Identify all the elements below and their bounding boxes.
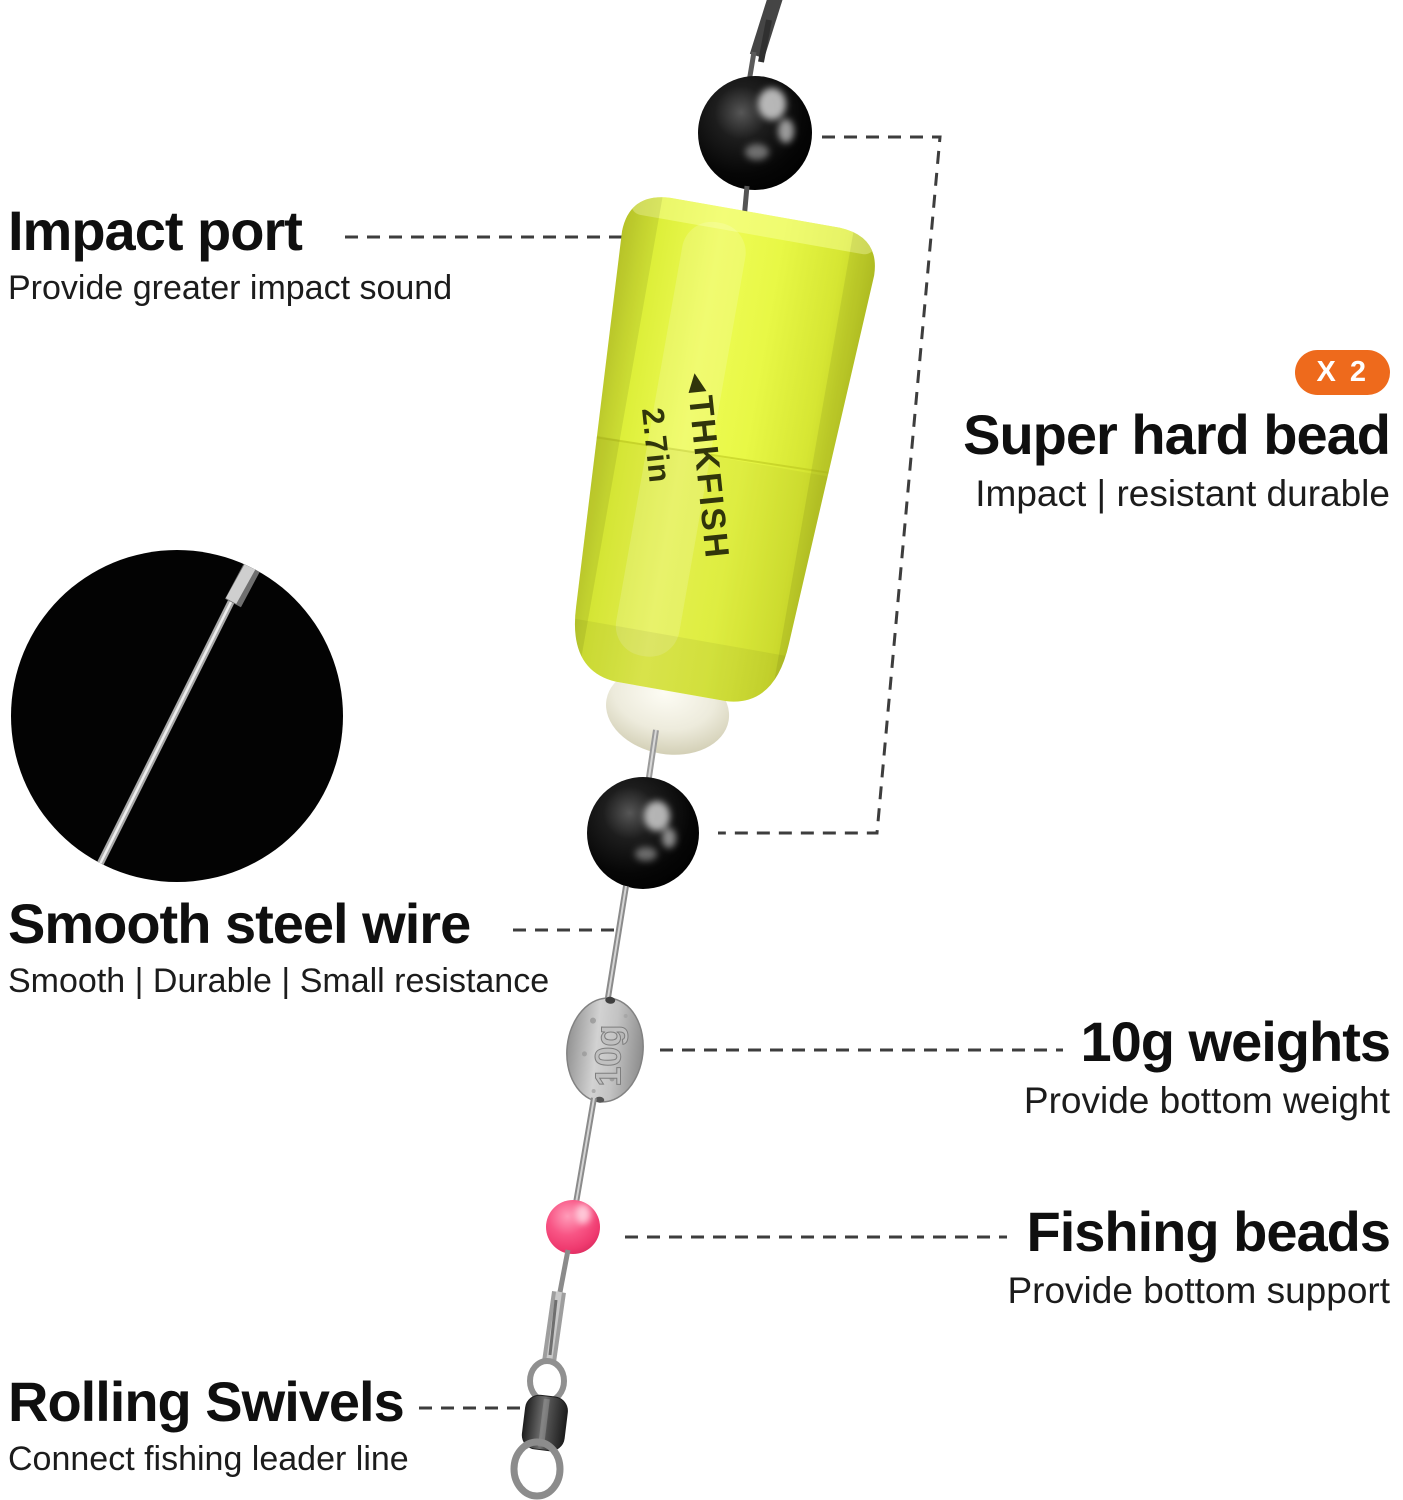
callout-weights: 10g weights Provide bottom weight (1023, 1010, 1391, 1122)
impact-port-title: Impact port (8, 199, 303, 262)
float-body: THKFISH 2.7in (544, 190, 882, 755)
hard-bead-bottom (587, 777, 699, 889)
super-hard-bead-title: Super hard bead (963, 403, 1391, 466)
smooth-steel-wire-title: Smooth steel wire (8, 892, 471, 955)
weight-marking: 10g (587, 1025, 628, 1087)
weight-hole (605, 996, 616, 1004)
rolling-swivel (510, 1358, 568, 1500)
rolling-swivels-subtitle: Connect fishing leader line (8, 1440, 409, 1478)
egg-weight: 10g (566, 996, 644, 1103)
wire-closeup-inset (11, 550, 343, 882)
pink-fishing-bead (546, 1200, 600, 1254)
top-wire (745, 0, 783, 89)
float-size-label: 2.7in (635, 406, 678, 485)
fishing-beads-subtitle: Provide bottom support (1007, 1270, 1390, 1311)
float-foam-body (575, 197, 875, 702)
swivel-bottom-ring (510, 1438, 564, 1500)
hard-bead-top (698, 76, 812, 221)
fishing-beads-title: Fishing beads (1026, 1200, 1391, 1263)
smooth-steel-wire-subtitle: Smooth | Durable | Small resistance (8, 962, 550, 1000)
bead-highlight (575, 1204, 591, 1224)
weights-subtitle: Provide bottom weight (1023, 1080, 1390, 1121)
callout-fishing-beads: Fishing beads Provide bottom support (1007, 1200, 1391, 1312)
steel-wire-upper (645, 729, 659, 785)
swivel-barrel (521, 1394, 568, 1452)
super-hard-bead-subtitle: Impact | resistant durable (975, 473, 1390, 514)
crimp-sleeve (542, 1249, 571, 1363)
bead-highlights (745, 88, 794, 160)
steel-wire-lower (573, 1097, 597, 1204)
bead-highlights (635, 801, 676, 861)
quantity-badge: X 2 (1295, 350, 1390, 395)
weight-texture (581, 1013, 628, 1094)
callout-line-super-hard-bead (718, 135, 942, 835)
weight-hole (595, 1096, 605, 1103)
callout-impact-port: Impact port Provide greater impact sound (8, 203, 452, 308)
impact-port-subtitle: Provide greater impact sound (8, 269, 453, 307)
weights-title: 10g weights (1080, 1010, 1391, 1073)
callout-super-hard-bead: X 2 Super hard bead Impact | resistant d… (963, 350, 1391, 515)
rolling-swivels-title: Rolling Swivels (8, 1370, 405, 1433)
steel-wire-mid (604, 885, 629, 1005)
callout-smooth-steel-wire: Smooth steel wire Smooth | Durable | Sma… (8, 896, 549, 1001)
swivel-top-loop (527, 1358, 567, 1404)
fish-icon (688, 373, 707, 393)
callout-rolling-swivels: Rolling Swivels Connect fishing leader l… (8, 1374, 409, 1479)
